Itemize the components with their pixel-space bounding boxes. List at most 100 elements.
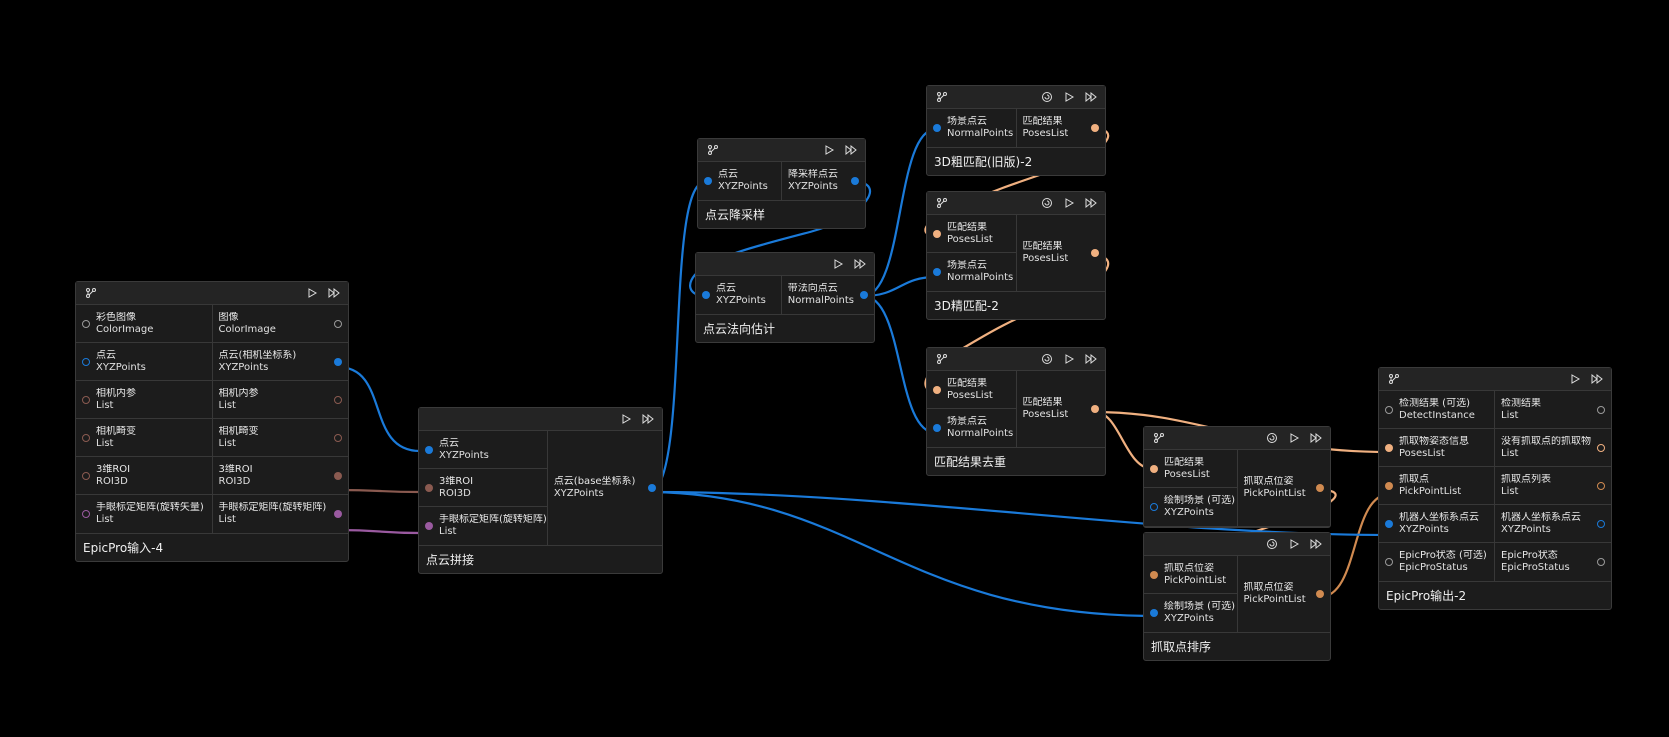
fast-forward-icon[interactable]: [1308, 536, 1324, 552]
input-port-row: 手眼标定矩阵(旋转矢量)List: [76, 495, 212, 533]
output-port[interactable]: [1091, 249, 1099, 257]
input-port[interactable]: [1385, 558, 1393, 566]
output-port[interactable]: [1597, 519, 1605, 528]
output-port[interactable]: [1316, 590, 1324, 598]
node-title: 点云拼接: [426, 553, 475, 567]
play-icon[interactable]: [304, 285, 320, 301]
input-port[interactable]: [1150, 464, 1158, 473]
output-port[interactable]: [851, 177, 859, 185]
input-port[interactable]: [933, 124, 941, 132]
input-port[interactable]: [1385, 519, 1393, 528]
play-icon[interactable]: [1061, 89, 1077, 105]
fast-forward-icon[interactable]: [1083, 89, 1099, 105]
input-port[interactable]: [425, 522, 433, 530]
output-port[interactable]: [334, 510, 342, 518]
output-port[interactable]: [1597, 481, 1605, 490]
input-port[interactable]: [702, 291, 710, 299]
reload-icon[interactable]: [1039, 195, 1055, 211]
input-port[interactable]: [704, 177, 712, 185]
graph-branch-icon[interactable]: [705, 142, 721, 158]
input-port-row: 手眼标定矩阵(旋转矩阵)List: [419, 507, 547, 545]
input-port[interactable]: [82, 357, 90, 366]
play-icon[interactable]: [1061, 195, 1077, 211]
output-port[interactable]: [648, 484, 656, 492]
output-port[interactable]: [334, 471, 342, 480]
input-port[interactable]: [82, 395, 90, 404]
input-port[interactable]: [425, 445, 433, 454]
play-icon[interactable]: [618, 411, 634, 427]
graph-branch-icon[interactable]: [934, 351, 950, 367]
output-port[interactable]: [1316, 484, 1324, 492]
play-icon[interactable]: [1567, 371, 1583, 387]
output-port[interactable]: [860, 291, 868, 299]
input-port[interactable]: [1385, 405, 1393, 414]
node-title: 抓取点排序: [1151, 640, 1212, 654]
fast-forward-icon[interactable]: [1308, 430, 1324, 446]
graph-branch-icon[interactable]: [934, 89, 950, 105]
graph-branch-icon[interactable]: [1151, 430, 1167, 446]
input-port[interactable]: [1385, 443, 1393, 452]
output-port[interactable]: [334, 433, 342, 442]
output-port[interactable]: [1091, 405, 1099, 413]
graph-branch-icon[interactable]: [934, 195, 950, 211]
fast-forward-icon[interactable]: [326, 285, 342, 301]
node-title: 点云法向估计: [703, 322, 776, 336]
input-port[interactable]: [933, 385, 941, 394]
play-icon[interactable]: [821, 142, 837, 158]
input-port[interactable]: [1150, 570, 1158, 579]
input-port[interactable]: [1150, 503, 1158, 511]
reload-icon[interactable]: [1264, 430, 1280, 446]
output-port[interactable]: [334, 357, 342, 366]
input-port[interactable]: [933, 268, 941, 276]
reload-icon[interactable]: [1039, 351, 1055, 367]
fast-forward-icon[interactable]: [640, 411, 656, 427]
output-port[interactable]: [1091, 124, 1099, 132]
play-icon[interactable]: [1286, 536, 1302, 552]
fast-forward-icon[interactable]: [852, 256, 868, 272]
fast-forward-icon[interactable]: [1589, 371, 1605, 387]
input-port[interactable]: [1150, 609, 1158, 617]
node-header: [927, 192, 1105, 215]
input-port[interactable]: [933, 424, 941, 432]
input-port[interactable]: [82, 510, 90, 518]
output-port[interactable]: [334, 319, 342, 328]
input-port[interactable]: [933, 229, 941, 238]
play-icon[interactable]: [1286, 430, 1302, 446]
play-icon[interactable]: [1061, 351, 1077, 367]
output-port[interactable]: [1597, 558, 1605, 566]
output-port[interactable]: [1597, 405, 1605, 414]
fast-forward-icon[interactable]: [843, 142, 859, 158]
output-port[interactable]: [334, 395, 342, 404]
input-port[interactable]: [425, 483, 433, 492]
input-port[interactable]: [82, 319, 90, 328]
reload-icon[interactable]: [1264, 536, 1280, 552]
input-port[interactable]: [82, 471, 90, 480]
reload-icon[interactable]: [1039, 89, 1055, 105]
input-port[interactable]: [1385, 481, 1393, 490]
output-port[interactable]: [1597, 443, 1605, 452]
graph-branch-icon[interactable]: [1386, 371, 1402, 387]
graph-branch-icon[interactable]: [83, 285, 99, 301]
fast-forward-icon[interactable]: [1083, 351, 1099, 367]
play-icon[interactable]: [830, 256, 846, 272]
fast-forward-icon[interactable]: [1083, 195, 1099, 211]
input-port[interactable]: [82, 433, 90, 442]
